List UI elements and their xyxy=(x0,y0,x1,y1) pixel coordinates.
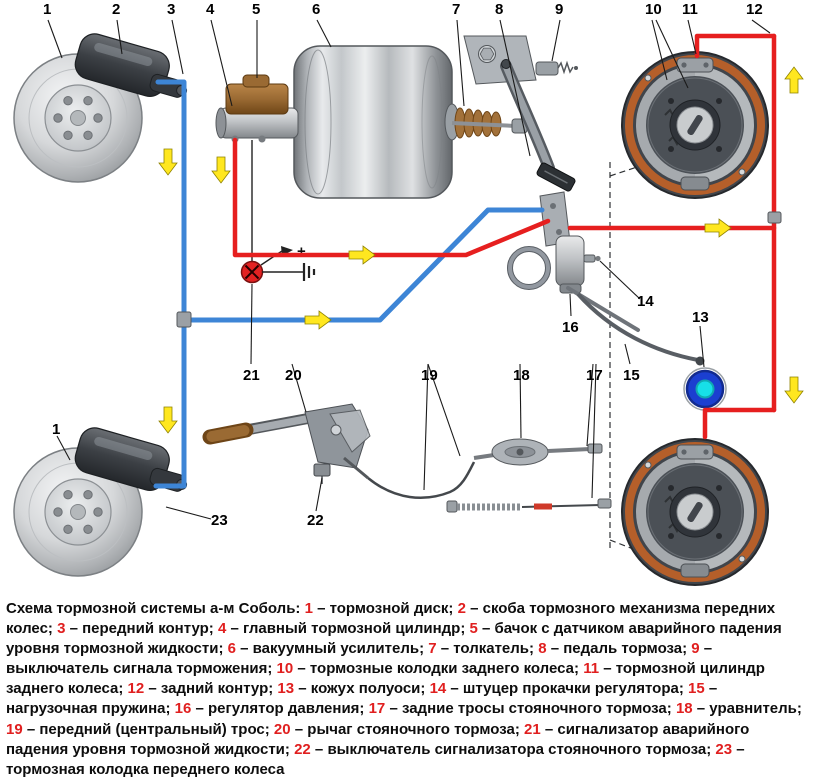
stoplight-switch xyxy=(535,61,559,76)
flow-arrow-right-icon xyxy=(704,218,732,238)
rear-drum-brake-bottom xyxy=(622,439,768,585)
load-spring xyxy=(576,292,699,362)
caption-item-desc: – скоба тормозного механизма передних ко… xyxy=(6,600,776,638)
caption-item-number: 14 xyxy=(429,680,447,698)
caption-item-desc: – выключатель сигнализатора стояночного … xyxy=(310,740,716,758)
caption-title: Схема тормозной системы а-м Соболь: xyxy=(6,600,305,617)
diagram-canvas: + xyxy=(13,19,804,598)
brake-fluid-reservoir xyxy=(225,74,289,115)
caption-item-number: 15 xyxy=(688,680,705,698)
caption-item-number: 4 xyxy=(217,620,227,638)
caption-item-number: 12 xyxy=(127,680,145,698)
pedal-bracket xyxy=(463,35,537,85)
caption-item-desc: – сигнализатор аварийного падения уровня… xyxy=(6,720,750,758)
caption-item-number: 13 xyxy=(277,680,295,698)
flow-arrow-up-icon xyxy=(784,66,804,94)
caption-item-number: 20 xyxy=(273,720,291,738)
caption-item-number: 2 xyxy=(457,600,466,617)
caption-item-number: 5 xyxy=(469,620,478,638)
caption-item-desc: – уравнитель; xyxy=(692,700,802,718)
flow-arrow-down-icon xyxy=(784,376,804,404)
caption-item-number: 21 xyxy=(524,720,541,738)
fluid-level-warning-circuit: + xyxy=(240,140,316,284)
vacuum-booster xyxy=(293,45,460,199)
parking-brake-switch xyxy=(313,463,331,477)
caption-item-desc: – штуцер прокачки регулятора; xyxy=(446,680,689,698)
plus-label: + xyxy=(297,243,306,260)
caption-item-desc: – кожух полуоси; xyxy=(294,680,430,698)
caption-item-desc: – толкатель; xyxy=(436,640,539,658)
caption-text: Схема тормозной системы а-м Соболь: 1 – … xyxy=(6,600,802,778)
caption-item-number: 3 xyxy=(57,620,66,638)
caption-item-desc: – вакуумный усилитель; xyxy=(235,640,429,658)
caption-item-number: 16 xyxy=(174,700,192,718)
flow-arrow-right-icon xyxy=(304,310,332,330)
caption-item-number: 11 xyxy=(583,660,600,678)
caption: Схема тормозной системы а-м Соболь: 1 – … xyxy=(6,599,807,780)
front-circuit-pipe xyxy=(153,79,545,489)
caption-item-desc: – задний контур; xyxy=(144,680,278,698)
caption-item-number: 8 xyxy=(538,640,547,658)
brake-system-diagram: + xyxy=(13,19,804,598)
caption-item-desc: – передний (центральный) трос; xyxy=(22,720,274,738)
regulator-bleeder-fitting xyxy=(583,254,596,263)
caption-item-desc: – тормозные колодки заднего колеса; xyxy=(293,660,584,678)
caption-item-number: 17 xyxy=(368,700,386,718)
pedal-pad xyxy=(536,162,576,192)
caption-item-number: 1 xyxy=(304,600,313,617)
parking-brake-lever xyxy=(202,403,371,484)
caption-item-number: 19 xyxy=(6,720,23,738)
caption-item-desc: – задние тросы стояночного тормоза; xyxy=(385,700,676,718)
pivot-bolt xyxy=(479,47,495,61)
flow-arrow-down-icon xyxy=(158,148,178,176)
tee-fitting xyxy=(176,311,192,328)
caption-item-number: 22 xyxy=(294,740,311,758)
caption-item-number: 6 xyxy=(227,640,236,658)
caption-item-desc: – главный тормозной цилиндр; xyxy=(226,620,470,638)
caption-item-number: 18 xyxy=(675,700,693,718)
caption-item-desc: – нагрузочная пружина; xyxy=(6,680,718,718)
caption-item-desc: – передний контур; xyxy=(65,620,218,638)
flow-arrow-down-icon xyxy=(158,406,178,434)
flow-arrow-down-icon xyxy=(211,156,231,184)
caption-item-desc: – бачок с датчиком аварийного падения ур… xyxy=(6,620,782,658)
leader-lines xyxy=(47,19,771,520)
caption-item-desc: – тормозной цилиндр заднего колеса; xyxy=(6,660,765,698)
caption-item-desc: – рычаг стояночного тормоза; xyxy=(290,720,524,738)
front-parking-cable xyxy=(367,461,476,499)
caption-item-desc: – тормозная колодка переднего колеса xyxy=(6,740,745,778)
brake-pedal-assembly xyxy=(451,35,578,192)
caption-item-number: 9 xyxy=(691,640,700,658)
caption-item-desc: – выключатель сигнала торможения; xyxy=(6,640,713,678)
caption-item-number: 23 xyxy=(715,740,733,758)
flow-arrow-right-icon xyxy=(348,245,376,265)
front-disc-brake-bottom xyxy=(13,423,196,577)
junction-fitting xyxy=(767,211,782,224)
rear-drum-brake-top xyxy=(622,52,768,198)
caption-item-desc: – педаль тормоза; xyxy=(546,640,692,658)
pipe-fittings xyxy=(176,211,782,328)
axle-shaft-housing xyxy=(683,367,727,411)
pressure-regulator xyxy=(507,235,705,366)
caption-item-desc: – тормозной диск; xyxy=(312,600,458,617)
parking-brake-cables xyxy=(367,438,612,513)
caption-item-desc: – регулятор давления; xyxy=(191,700,369,718)
caption-item-number: 7 xyxy=(428,640,437,658)
caption-item-number: 10 xyxy=(276,660,294,678)
